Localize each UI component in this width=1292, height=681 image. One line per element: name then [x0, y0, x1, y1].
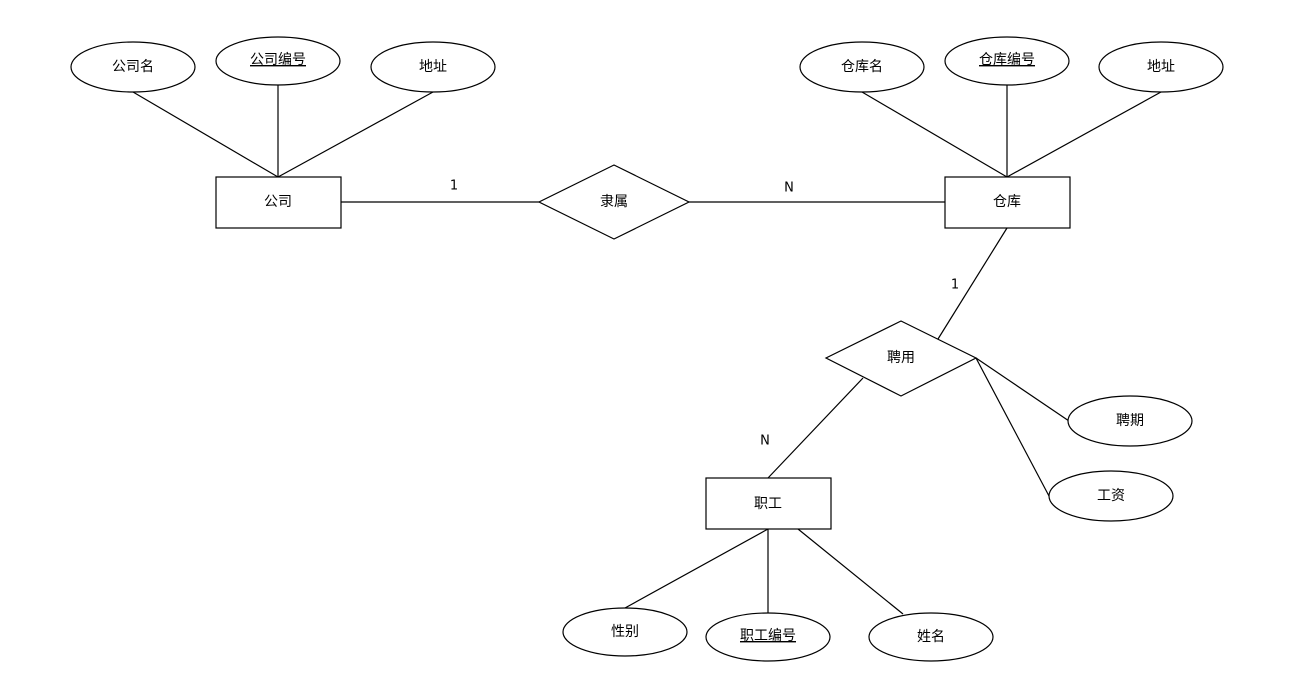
cardinality-warehouse-hire: 1 — [951, 278, 959, 293]
attribute-company-address: 地址 — [370, 41, 496, 93]
relationship-label: 聘用 — [887, 350, 915, 366]
attribute-label: 公司编号 — [250, 52, 306, 68]
edge-warehouse-warehouse-name — [861, 91, 1008, 178]
relationship-label: 隶属 — [600, 194, 628, 210]
edge-company-company-name — [132, 91, 279, 178]
edge-employee-gender — [624, 528, 769, 609]
edges — [132, 85, 1162, 615]
entity-label: 职工 — [754, 496, 782, 512]
cardinality-employee-hire: N — [760, 434, 770, 449]
attribute-company-name: 公司名 — [70, 41, 196, 93]
attribute-hire-period: 聘期 — [1067, 395, 1193, 447]
attribute-employee-name: 姓名 — [868, 612, 994, 662]
attribute-label: 仓库编号 — [979, 52, 1035, 68]
edge-company-company-address — [277, 91, 434, 178]
entity-warehouse: 仓库 — [944, 176, 1071, 229]
cardinality-labels: 1 N 1 N — [450, 179, 959, 449]
entity-label: 仓库 — [993, 194, 1021, 210]
edge-hire-employee — [767, 377, 864, 479]
edge-warehouse-warehouse-address — [1006, 91, 1162, 178]
attribute-warehouse-id-key: 仓库编号 — [944, 36, 1070, 86]
attribute-warehouse-address: 地址 — [1098, 41, 1224, 93]
attribute-salary: 工资 — [1048, 470, 1174, 522]
cardinality-company-belongs: 1 — [450, 179, 458, 194]
relationship-belongs: 隶属 — [537, 164, 691, 240]
entity-label: 公司 — [264, 194, 292, 210]
edge-warehouse-hire — [937, 227, 1008, 340]
attribute-label: 聘期 — [1116, 413, 1144, 429]
edge-hire-hire-period — [975, 357, 1070, 422]
attribute-label: 地址 — [1147, 59, 1175, 75]
edge-employee-employee-name — [797, 528, 904, 615]
attribute-label: 仓库名 — [841, 59, 883, 75]
entity-company: 公司 — [215, 176, 342, 229]
edge-hire-salary — [975, 357, 1050, 497]
relationship-hire: 聘用 — [824, 320, 978, 397]
attribute-label: 工资 — [1097, 488, 1125, 504]
attribute-label: 职工编号 — [740, 628, 796, 644]
entity-employee: 职工 — [705, 477, 832, 530]
attribute-label: 地址 — [419, 59, 447, 75]
attribute-company-id-key: 公司编号 — [215, 36, 341, 86]
attribute-label: 姓名 — [917, 629, 945, 645]
attribute-warehouse-name: 仓库名 — [799, 41, 925, 93]
attribute-label: 公司名 — [112, 59, 154, 75]
attribute-employee-id-key: 职工编号 — [705, 612, 831, 662]
attribute-label: 性别 — [611, 624, 639, 640]
attribute-gender: 性别 — [562, 607, 688, 657]
cardinality-warehouse-belongs: N — [784, 181, 794, 196]
